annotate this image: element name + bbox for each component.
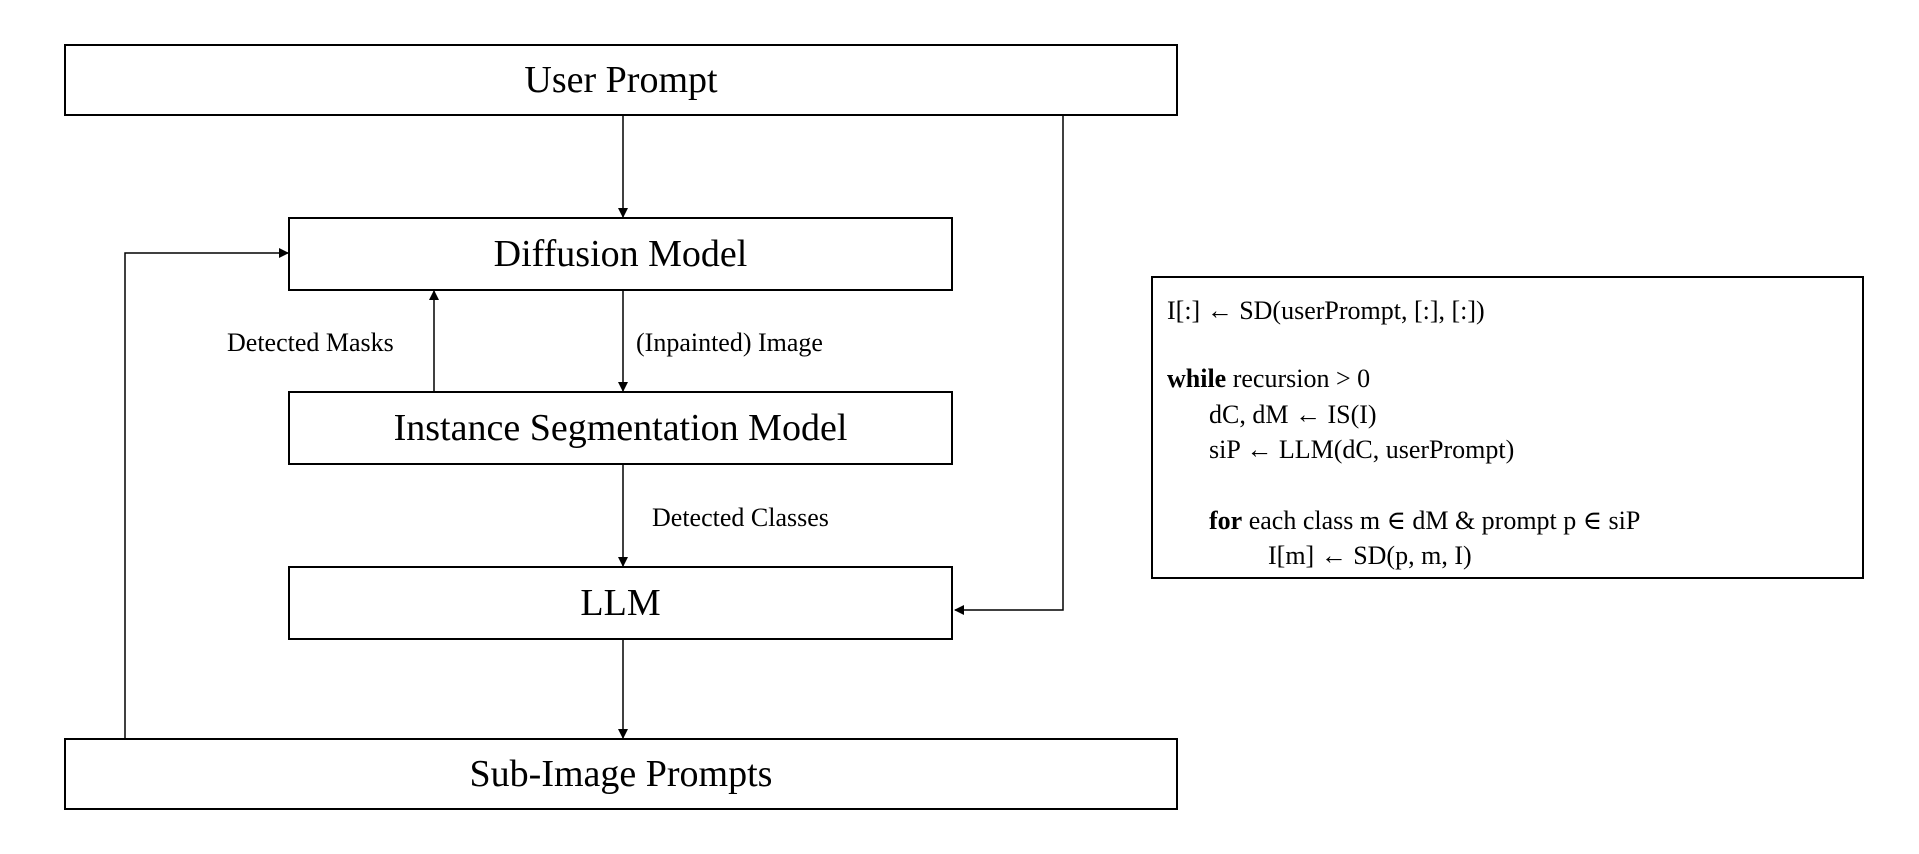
user-prompt-label: User Prompt	[524, 59, 718, 101]
pseudocode-line-1-text: I[:] ← SD(userPrompt, [:], [:])	[1167, 296, 1485, 325]
pseudocode-line-6: I[m] ← SD(p, m, I)	[1268, 543, 1472, 569]
inpainted-image-label: (Inpainted) Image	[636, 328, 823, 357]
arrow-sub-image-prompts-to-diffusion	[124, 248, 289, 738]
pseudocode-line-1: I[:] ← SD(userPrompt, [:], [:])	[1167, 298, 1485, 324]
pseudocode-line-4-text: siP ← LLM(dC, userPrompt)	[1209, 435, 1515, 464]
pseudocode-line-2-text: recursion > 0	[1226, 364, 1371, 393]
llm-label: LLM	[580, 582, 661, 624]
pseudocode-box: I[:] ← SD(userPrompt, [:], [:]) while re…	[1151, 276, 1864, 579]
pseudocode-line-5: for each class m ∈ dM & prompt p ∈ siP	[1209, 508, 1640, 534]
arrow-user-prompt-to-llm	[954, 116, 1064, 615]
pseudocode-line-6-text: I[m] ← SD(p, m, I)	[1268, 541, 1472, 570]
pseudocode-line-3: dC, dM ← IS(I)	[1209, 402, 1377, 428]
pseudocode-line-4: siP ← LLM(dC, userPrompt)	[1209, 437, 1514, 463]
instance-segmentation-label: Instance Segmentation Model	[393, 407, 848, 449]
detected-classes-label: Detected Classes	[652, 503, 829, 532]
user-prompt-node: User Prompt	[64, 44, 1178, 116]
sub-image-prompts-node: Sub-Image Prompts	[64, 738, 1178, 810]
instance-segmentation-node: Instance Segmentation Model	[288, 391, 953, 465]
pseudocode-line-3-text: dC, dM ← IS(I)	[1209, 400, 1377, 429]
diffusion-model-label: Diffusion Model	[493, 233, 748, 275]
sub-image-prompts-label: Sub-Image Prompts	[469, 753, 773, 795]
pseudocode-line-2: while recursion > 0	[1167, 366, 1370, 392]
llm-node: LLM	[288, 566, 953, 640]
while-keyword: while	[1167, 364, 1227, 393]
for-keyword: for	[1209, 506, 1243, 535]
diffusion-model-node: Diffusion Model	[288, 217, 953, 291]
detected-masks-label: Detected Masks	[227, 328, 394, 357]
pseudocode-line-5-text: each class m ∈ dM & prompt p ∈ siP	[1242, 506, 1641, 535]
